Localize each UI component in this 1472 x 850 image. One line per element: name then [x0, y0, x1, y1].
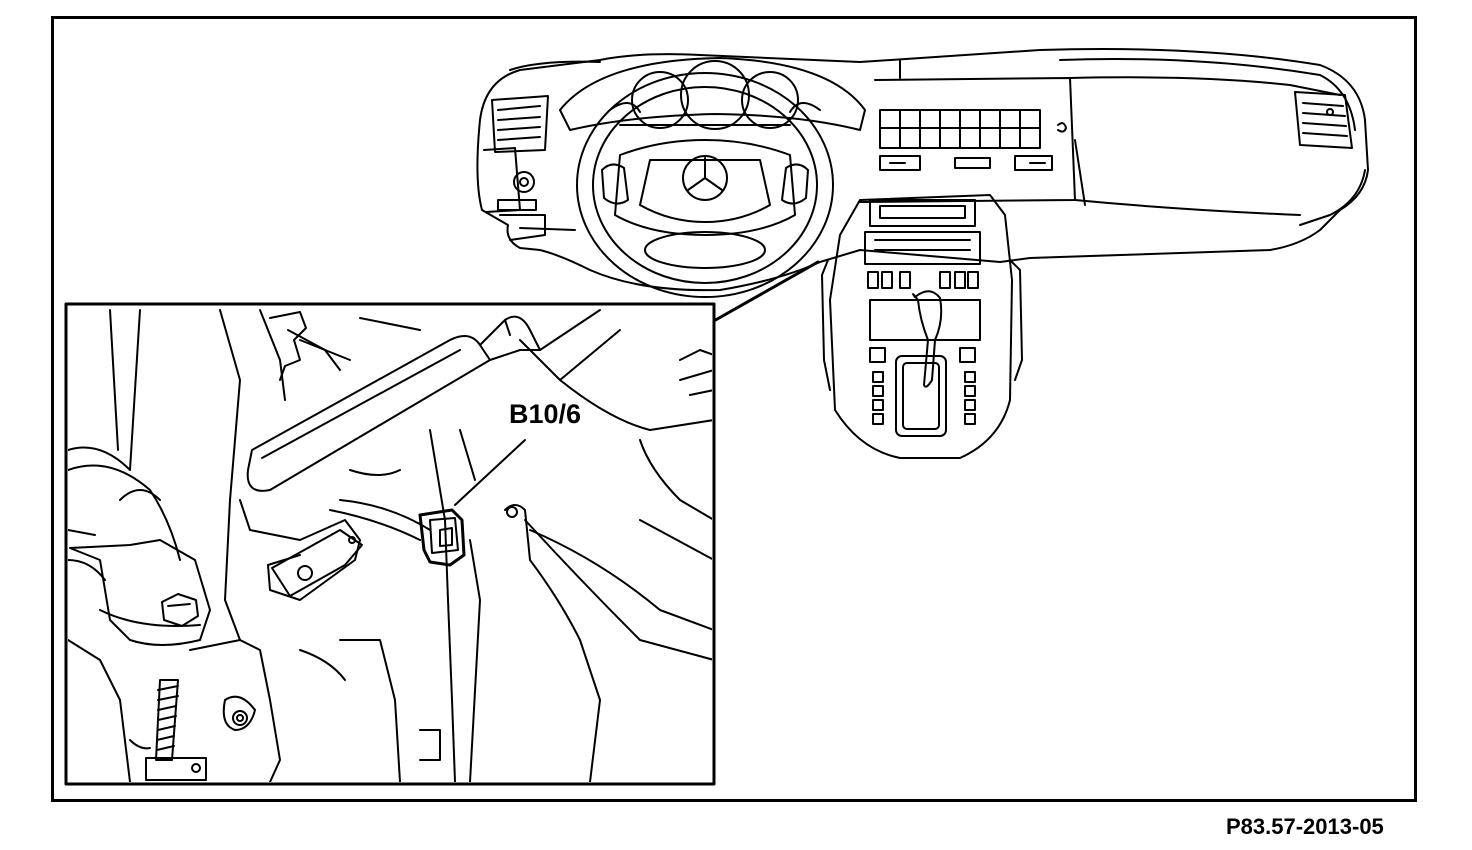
callout-pointer — [454, 439, 526, 506]
sensor-callout-label: B10/6 — [509, 399, 582, 429]
center-console — [821, 194, 1023, 459]
dashboard-outline — [476, 48, 1369, 292]
hex-nut — [161, 593, 199, 627]
mercedes-star-logo — [682, 155, 728, 201]
release-lever-arm — [246, 315, 541, 492]
detail-inset-drawing — [68, 309, 712, 782]
detail-inset-frame — [64, 302, 716, 786]
dashboard-overview — [476, 48, 1369, 459]
leader-line — [710, 260, 820, 324]
center-vents — [879, 109, 1067, 171]
sensor-b10-6 — [418, 508, 466, 567]
right-air-vent — [1294, 91, 1353, 149]
left-air-vent — [491, 95, 549, 211]
threaded-bolt — [145, 679, 207, 781]
gear-shift-gate — [895, 355, 947, 437]
figure-reference-code: P83.57-2013-05 — [1226, 814, 1384, 839]
gear-shift-lever — [912, 290, 943, 388]
steering-wheel — [576, 72, 834, 298]
mounting-plate — [271, 529, 363, 597]
instrument-cluster — [559, 57, 866, 131]
